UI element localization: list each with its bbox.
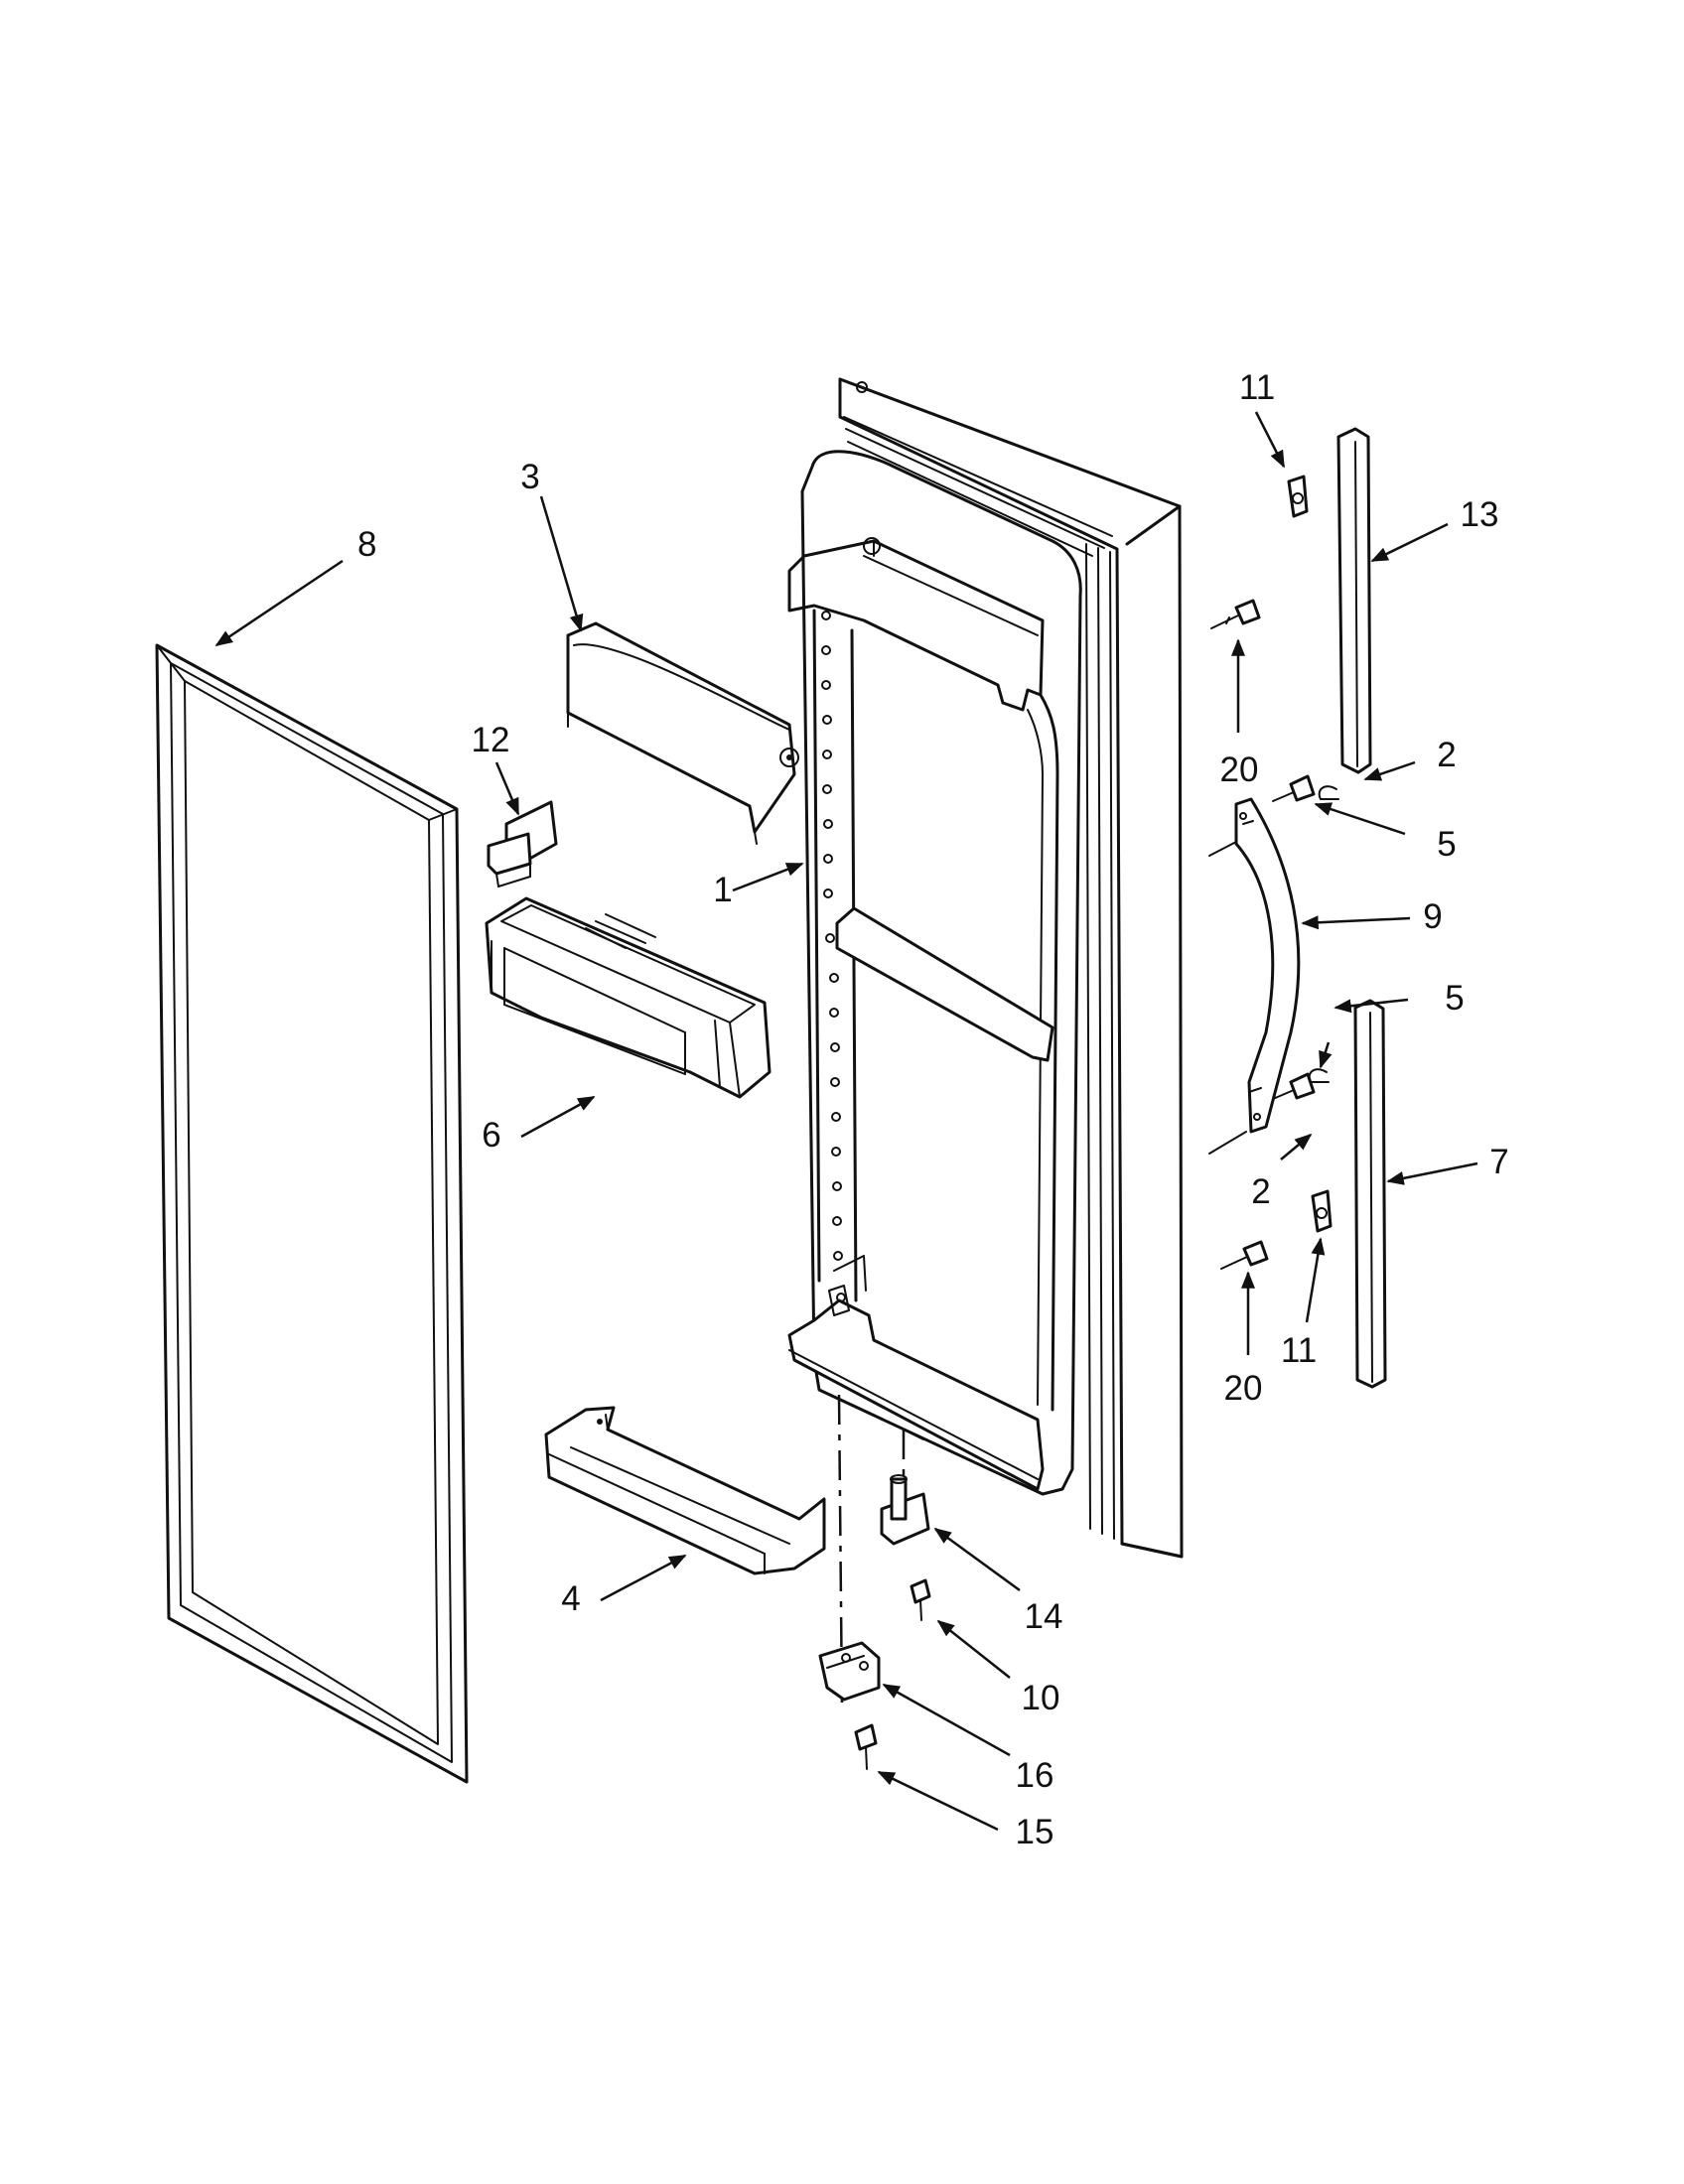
door-assembly-part-1 (787, 377, 1184, 1559)
callout-5-bottom: 5 (1445, 979, 1464, 1018)
callout-9: 9 (1423, 897, 1442, 936)
screw-part-15 (854, 1723, 878, 1770)
hinge-alignment-line (837, 1394, 844, 1708)
callout-labels: 8 3 12 1 6 4 11 13 20 2 5 9 5 2 7 11 20 … (357, 368, 1509, 1851)
lower-door-bin-part-4 (544, 1406, 826, 1575)
door-rail-holes (821, 611, 843, 1261)
trim-strip-part-13 (1336, 427, 1372, 774)
callout-2-top: 2 (1437, 736, 1456, 774)
clip-part-11-top (1287, 475, 1309, 518)
trim-strip-part-7 (1353, 999, 1387, 1389)
callout-11-top: 11 (1239, 368, 1275, 407)
door-bin-part-6 (485, 896, 772, 1099)
hinge-pin-part-14 (880, 1474, 930, 1546)
callout-16: 16 (1016, 1756, 1054, 1795)
door-handle-part-9 (1234, 797, 1301, 1134)
callout-7: 7 (1489, 1143, 1508, 1181)
callout-arrows (214, 411, 1478, 1832)
door-gasket-part-8 (155, 643, 469, 1784)
callout-4: 4 (561, 1579, 580, 1618)
shelf-clip-part-12 (487, 800, 558, 887)
callout-3: 3 (520, 458, 539, 496)
callout-15: 15 (1016, 1813, 1054, 1851)
dairy-cover-part-3 (566, 621, 799, 845)
screw-part-5-top (1272, 774, 1316, 802)
screw-part-20-top (1210, 599, 1261, 629)
callout-8: 8 (357, 525, 376, 564)
plug-part-2-top (1318, 785, 1339, 800)
callout-10: 10 (1022, 1679, 1060, 1717)
callout-13: 13 (1461, 495, 1499, 534)
callout-20-bottom: 20 (1224, 1369, 1263, 1408)
screw-part-10 (910, 1578, 931, 1621)
screw-part-5-bottom (1272, 1072, 1316, 1100)
callout-5-top: 5 (1437, 825, 1456, 864)
callout-12: 12 (472, 721, 510, 759)
callout-14: 14 (1025, 1597, 1063, 1636)
callout-11-bottom: 11 (1281, 1331, 1317, 1370)
callout-2-bottom: 2 (1251, 1172, 1270, 1211)
callout-20-top: 20 (1220, 751, 1259, 789)
screw-part-20-bottom (1220, 1240, 1269, 1270)
callout-1: 1 (713, 871, 732, 909)
callout-6: 6 (482, 1116, 500, 1155)
clip-part-11-bottom (1311, 1189, 1333, 1233)
plug-part-2-bottom (1308, 1068, 1330, 1083)
hinge-bracket-part-16 (818, 1641, 881, 1702)
